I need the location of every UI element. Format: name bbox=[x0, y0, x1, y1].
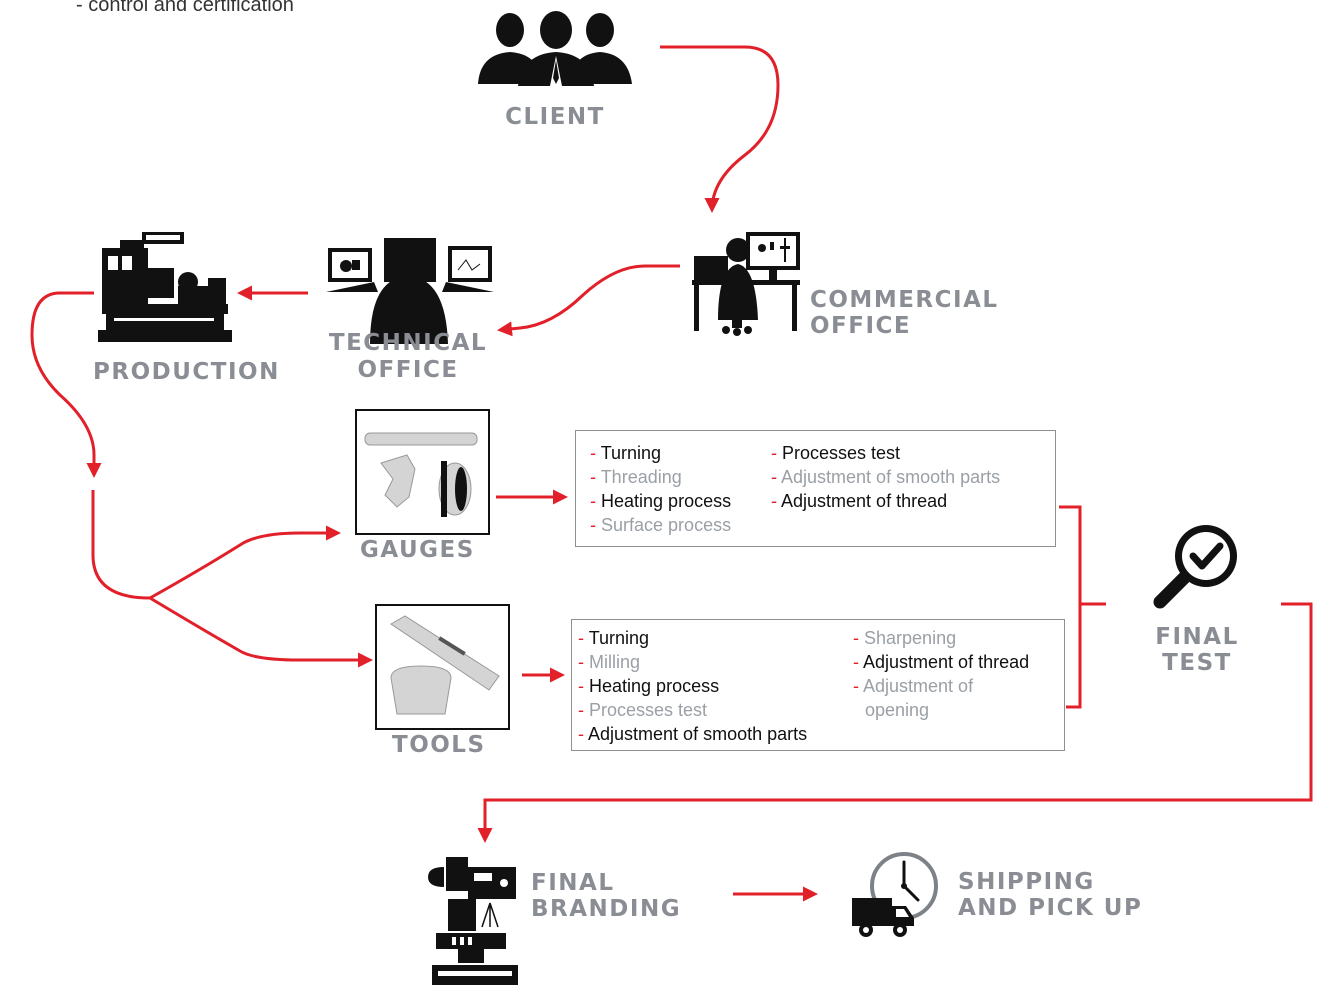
gauges-label: GAUGES bbox=[360, 537, 475, 563]
gauge-parts-icon bbox=[355, 409, 490, 535]
final-test-label-line1: FINAL bbox=[1155, 624, 1239, 650]
tool-parts-icon bbox=[375, 604, 510, 730]
list-item: - Processes test bbox=[771, 443, 901, 463]
list-item: - Adjustment of bbox=[853, 676, 974, 696]
list-item: - Milling bbox=[578, 652, 641, 672]
marking-machine-icon bbox=[424, 853, 520, 987]
shipping-label-line1: SHIPPING bbox=[958, 869, 1095, 895]
magnifier-check-icon bbox=[1152, 516, 1248, 610]
delivery-truck-icon bbox=[850, 894, 914, 938]
bracket-to-final-test bbox=[1059, 505, 1106, 709]
list-item: - Turning bbox=[590, 443, 662, 463]
list-item: - Adjustment of smooth parts bbox=[578, 724, 808, 744]
tools-label: TOOLS bbox=[392, 732, 486, 758]
final-branding-label-line1: FINAL bbox=[531, 870, 615, 896]
branch-trunk bbox=[91, 490, 151, 600]
list-item: - Adjustment of smooth parts bbox=[771, 467, 1001, 487]
list-item: opening bbox=[865, 700, 930, 720]
technical-office-label-line1: TECHNICAL bbox=[328, 330, 488, 356]
arrow-client-to-commercial bbox=[660, 45, 780, 213]
list-item: - Threading bbox=[590, 467, 682, 487]
arrow-final-test-to-branding bbox=[477, 602, 1313, 843]
lathe-machine-icon bbox=[98, 230, 232, 342]
gauges-steps-left: - Turning - Threading - Heating process … bbox=[590, 441, 731, 537]
list-item: - Turning bbox=[578, 628, 650, 648]
arrow-commercial-to-technical bbox=[497, 264, 680, 337]
tools-steps-right: - Sharpening - Adjustment of thread - Ad… bbox=[853, 626, 1029, 722]
commercial-office-label-line1: COMMERCIAL bbox=[810, 287, 999, 313]
list-item: - Processes test bbox=[578, 700, 708, 720]
technical-office-label-line2: OFFICE bbox=[357, 357, 459, 383]
arrow-production-down bbox=[30, 291, 102, 478]
arrow-branch-to-gauges bbox=[149, 525, 341, 600]
production-label: PRODUCTION bbox=[93, 359, 280, 385]
arrow-branch-to-tools bbox=[149, 596, 373, 668]
client-label: CLIENT bbox=[505, 104, 605, 130]
list-item: - Heating process bbox=[578, 676, 720, 696]
tools-steps-panel: - Turning - Milling - Heating process - … bbox=[571, 619, 1065, 751]
intro-text: - control and certification bbox=[76, 0, 294, 16]
list-item: - Surface process bbox=[590, 515, 732, 535]
final-branding-label-line2: BRANDING bbox=[531, 896, 682, 922]
operator-desk-icon bbox=[688, 228, 804, 336]
gauges-steps-panel: - Turning - Threading - Heating process … bbox=[575, 430, 1056, 547]
list-item: - Heating process bbox=[590, 491, 732, 511]
tools-steps-left: - Turning - Milling - Heating process - … bbox=[578, 626, 807, 746]
shipping-label-line2: AND PICK UP bbox=[958, 895, 1143, 921]
engineer-monitors-icon bbox=[326, 234, 494, 344]
commercial-office-label-line2: OFFICE bbox=[810, 313, 912, 339]
list-item: - Adjustment of thread bbox=[771, 491, 948, 511]
list-item: - Adjustment of thread bbox=[853, 652, 1030, 672]
people-group-icon bbox=[472, 8, 640, 86]
final-test-label-line2: TEST bbox=[1162, 650, 1232, 676]
list-item: - Sharpening bbox=[853, 628, 957, 648]
gauges-steps-right: - Processes test - Adjustment of smooth … bbox=[771, 441, 1000, 513]
